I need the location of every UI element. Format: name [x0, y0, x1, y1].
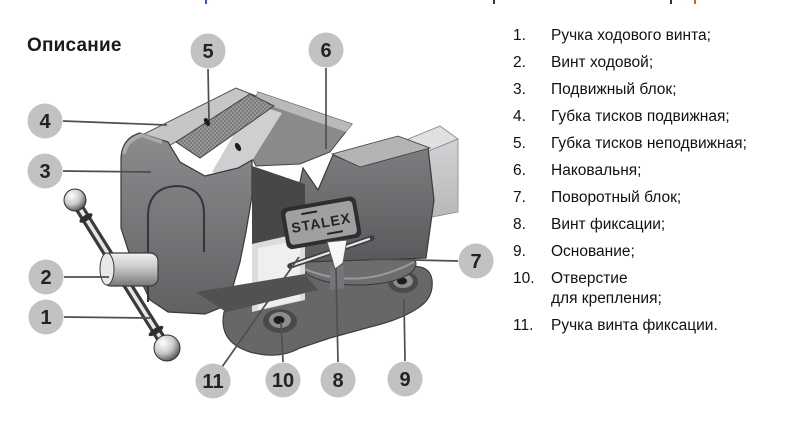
svg-text:8: 8 — [332, 370, 343, 392]
artifact-mark — [694, 0, 696, 4]
legend-item-4: 4. Губка тисков подвижная; — [513, 107, 805, 127]
jaw-gap — [212, 103, 282, 180]
svg-text:6: 6 — [320, 40, 331, 62]
legend-label: Наковальня; — [551, 162, 642, 179]
artifact-mark — [670, 0, 672, 4]
svg-text:5: 5 — [202, 41, 213, 63]
handle-ball-bottom — [153, 334, 181, 362]
callout-line-3 — [62, 170, 152, 173]
legend-label-line2: для крепления; — [551, 290, 662, 307]
callout-11: 11 — [195, 363, 231, 399]
callout-line-10 — [280, 321, 284, 363]
slide-shadow — [196, 274, 318, 312]
callout-8: 8 — [320, 362, 356, 398]
callout-5: 5 — [190, 33, 226, 69]
artifact-mark — [205, 0, 207, 4]
callout-1: 1 — [28, 299, 64, 335]
svg-text:10: 10 — [272, 370, 294, 392]
legend-number: 5. — [513, 135, 526, 152]
mount-hole-left — [263, 309, 297, 333]
legend-number: 4. — [513, 108, 526, 125]
legend-number: 9. — [513, 243, 526, 260]
arch-outline — [147, 184, 205, 302]
anvil — [330, 135, 432, 168]
callout-line-7 — [368, 258, 459, 262]
legend-item-6: 6. Наковальня; — [513, 161, 805, 181]
legend-item-7: 7. Поворотный блок; — [513, 188, 805, 208]
legend-item-1: 1. Ручка ходового винта; — [513, 26, 805, 46]
callout-line-1 — [63, 316, 151, 319]
vise-handle — [63, 188, 181, 362]
callout-6: 6 — [308, 32, 344, 68]
callout-line-5 — [207, 68, 210, 121]
vise-diagram: STALEX — [27, 32, 494, 399]
legend-item-8: 8. Винт фиксации; — [513, 215, 805, 235]
legend-label: Губка тисков подвижная; — [551, 108, 730, 125]
callout-4: 4 — [27, 103, 63, 139]
legend-item-5: 5. Губка тисков неподвижная; — [513, 134, 805, 154]
legend-item-9: 9. Основание; — [513, 242, 805, 262]
legend-number: 11. — [513, 317, 534, 334]
legend-label: Винт ходовой; — [551, 54, 654, 71]
legend-item-2: 2. Винт ходовой; — [513, 53, 805, 73]
svg-text:3: 3 — [39, 161, 50, 183]
callout-10: 10 — [265, 362, 301, 398]
legend-item-3: 3. Подвижный блок; — [513, 80, 805, 100]
stalex-label: STALEX — [281, 196, 362, 250]
legend-item-11: 11. Ручка винта фиксации. — [513, 316, 805, 336]
legend-number: 8. — [513, 216, 526, 233]
legend-label: Винт фиксации; — [551, 216, 666, 233]
fixed-jaw-plate — [175, 93, 275, 159]
svg-text:2: 2 — [40, 267, 51, 289]
callout-line-8 — [335, 267, 339, 363]
callout-line-11 — [221, 256, 300, 368]
svg-text:4: 4 — [39, 111, 51, 133]
handle-ball-top — [63, 188, 87, 212]
legend-number: 3. — [513, 81, 526, 98]
callouts: 1 2 3 4 5 6 7 8 — [27, 32, 494, 399]
callout-lines — [62, 68, 459, 368]
artifact-mark — [493, 0, 495, 4]
parts-legend: 1. Ручка ходового винта; 2. Винт ходовой… — [513, 26, 805, 343]
callout-9: 9 — [387, 361, 423, 397]
legend-label: Губка тисков неподвижная; — [551, 135, 747, 152]
svg-text:9: 9 — [399, 369, 410, 391]
legend-number: 10. — [513, 270, 535, 287]
legend-number: 2. — [513, 54, 526, 71]
legend-number: 6. — [513, 162, 526, 179]
callout-7: 7 — [458, 243, 494, 279]
legend-label: Ручка ходового винта; — [551, 27, 711, 44]
page-title: Описание — [27, 35, 122, 56]
svg-text:11: 11 — [202, 371, 223, 393]
legend-label: Подвижный блок; — [551, 81, 677, 98]
legend-number: 1. — [513, 27, 526, 44]
svg-text:7: 7 — [470, 251, 481, 273]
legend-label: Отверстие — [551, 270, 628, 287]
legend-label: Поворотный блок; — [551, 189, 682, 206]
lead-screw — [99, 252, 159, 287]
legend-item-10: 10. Отверстие для крепления; — [513, 269, 805, 309]
callout-3: 3 — [27, 153, 63, 189]
legend-number: 7. — [513, 189, 526, 206]
legend-label: Основание; — [551, 243, 635, 260]
callout-line-4 — [62, 120, 168, 126]
callout-2: 2 — [28, 259, 64, 295]
legend-label: Ручка винта фиксации. — [551, 317, 718, 334]
svg-text:1: 1 — [40, 307, 51, 329]
callout-line-9 — [403, 298, 406, 362]
